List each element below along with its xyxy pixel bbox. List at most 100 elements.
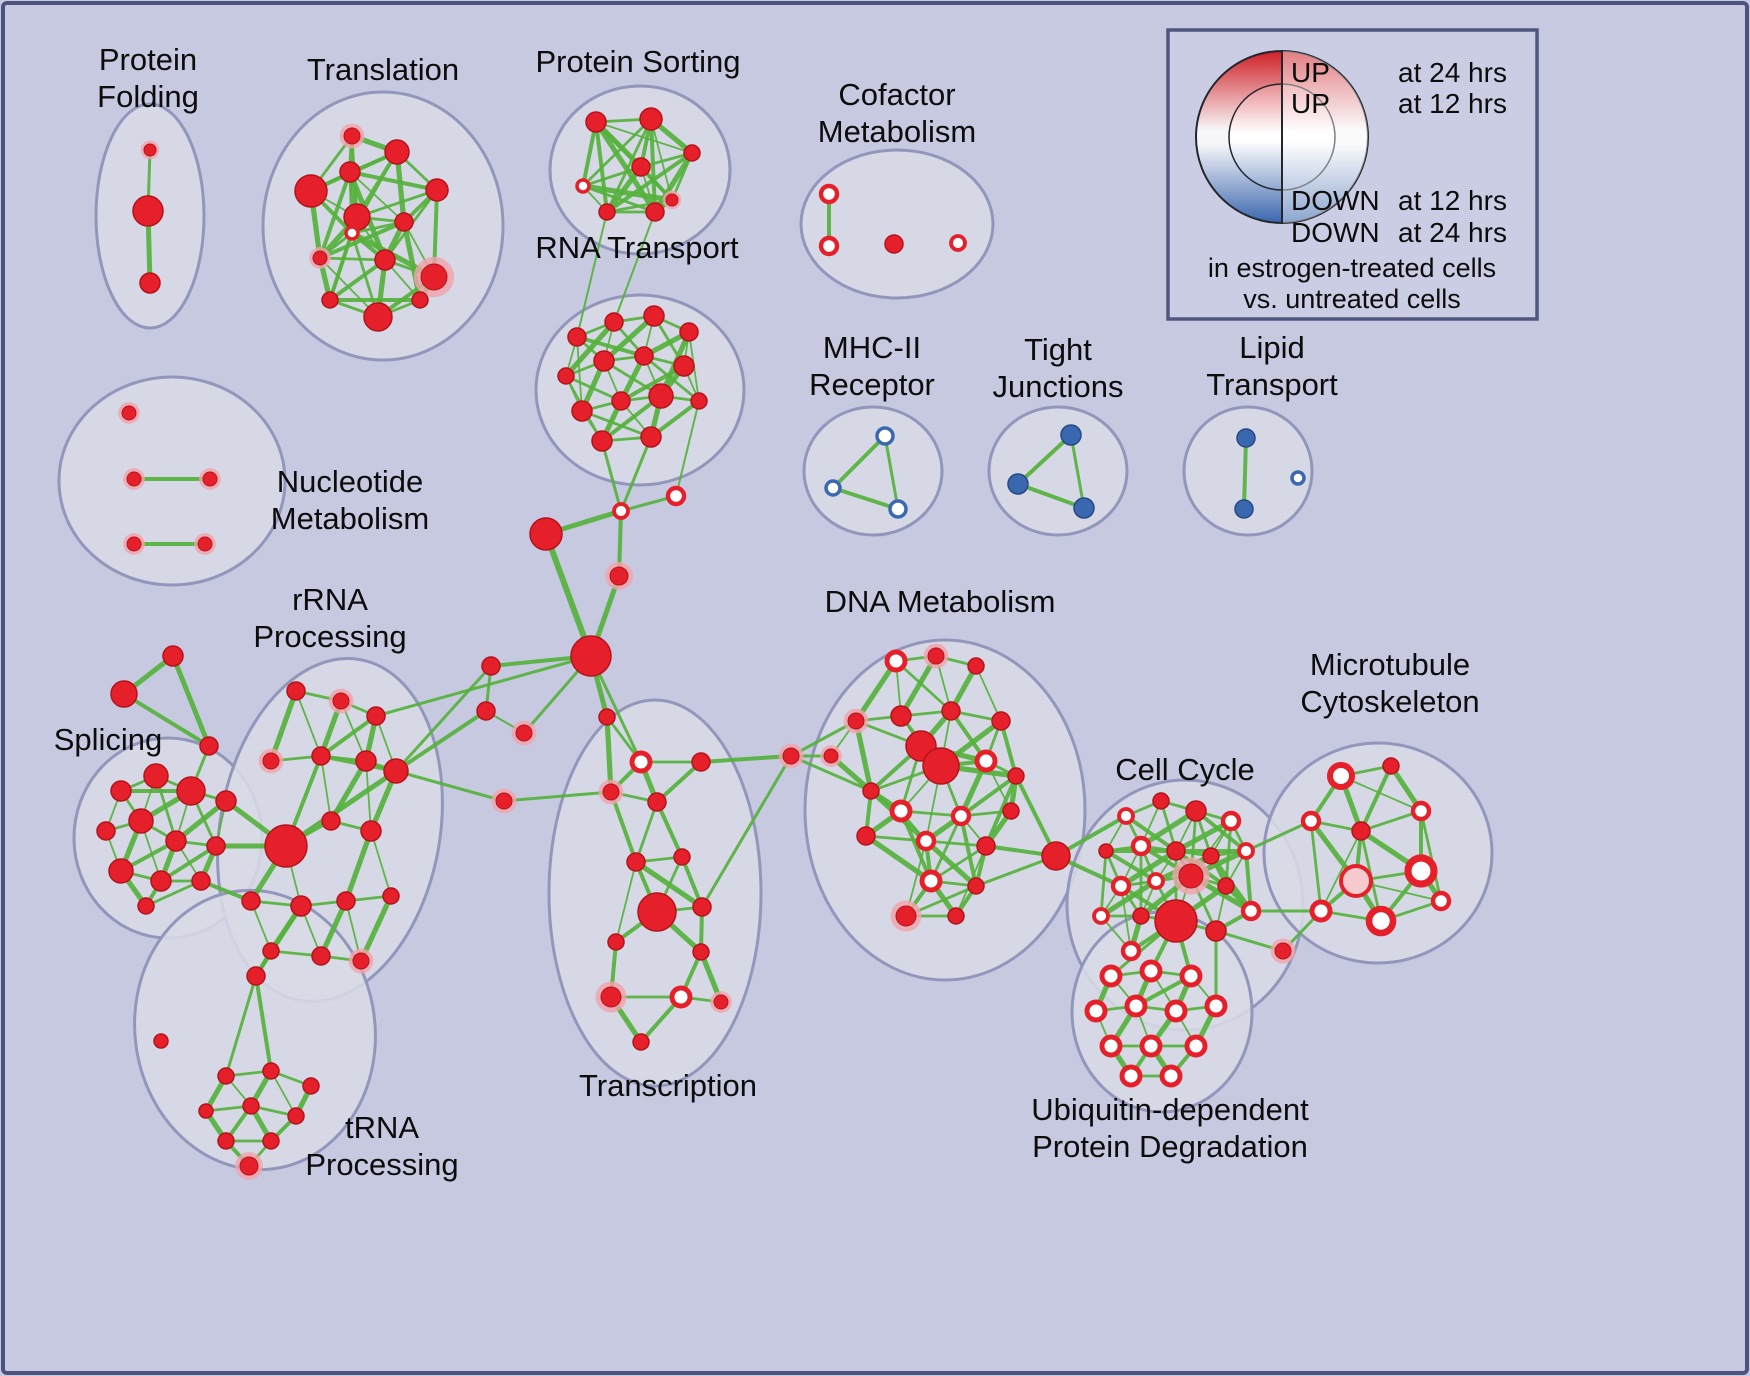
network-node — [1092, 907, 1110, 925]
network-node — [1351, 821, 1371, 841]
network-node — [1326, 761, 1356, 791]
network-edge — [144, 879, 203, 908]
network-edge — [122, 692, 211, 748]
network-edge — [1244, 819, 1313, 853]
network-node — [947, 907, 965, 925]
network-edge — [224, 974, 258, 1078]
cluster-label-dna-metabolism: DNA Metabolism — [825, 584, 1056, 619]
network-node — [126, 536, 142, 552]
legend-caption-line2: vs. untreated cells — [1243, 284, 1461, 314]
network-node — [515, 724, 533, 742]
network-node — [1290, 470, 1306, 486]
network-node — [343, 127, 361, 145]
network-node — [665, 485, 687, 507]
network-node — [824, 479, 842, 497]
network-node — [1154, 899, 1198, 943]
network-node — [856, 826, 876, 846]
network-edge — [581, 120, 598, 188]
network-node — [374, 249, 396, 271]
network-node — [862, 782, 880, 800]
network-edge — [1016, 482, 1086, 510]
network-node — [1002, 802, 1020, 820]
network-node — [629, 750, 653, 774]
cluster-label-protein-sorting: Protein Sorting — [535, 44, 740, 79]
network-edge — [1120, 885, 1132, 952]
network-edge — [1124, 814, 1178, 853]
cluster-label-lipid-transport: Lipid — [1239, 330, 1305, 365]
cluster-label-microtubule-cytoskeleton: Microtubule — [1310, 647, 1470, 682]
network-node — [246, 966, 266, 986]
network-node — [1430, 890, 1452, 912]
network-edge — [613, 211, 656, 323]
network-edge — [1099, 849, 1108, 918]
network-node — [344, 225, 360, 241]
network-node — [1147, 872, 1165, 890]
network-node — [915, 830, 937, 852]
network-node — [242, 1097, 260, 1115]
network-node — [382, 887, 400, 905]
network-edge — [320, 755, 332, 822]
network-node — [311, 746, 331, 766]
network-node — [1240, 900, 1262, 922]
network-node — [121, 405, 137, 421]
cluster-label-cofactor-metabolism: Metabolism — [818, 114, 977, 149]
network-edge — [394, 769, 506, 803]
network-node — [1166, 841, 1186, 861]
network-edge — [295, 690, 322, 757]
network-node — [262, 1132, 280, 1150]
network-node — [949, 234, 967, 252]
network-node — [1099, 964, 1123, 988]
network-edge — [1118, 848, 1179, 889]
network-node — [575, 178, 591, 194]
network-edge — [619, 364, 686, 403]
network-edge — [318, 170, 352, 260]
network-edge — [283, 768, 399, 849]
network-node — [352, 952, 370, 970]
network-node — [139, 272, 161, 294]
network-node — [199, 736, 219, 756]
network-node — [108, 858, 134, 884]
network-node — [639, 107, 663, 131]
network-edge — [1309, 819, 1323, 913]
network-edge — [1359, 764, 1393, 833]
network-node — [110, 680, 138, 708]
network-node — [1073, 497, 1095, 519]
network-node — [1185, 800, 1207, 822]
network-node — [609, 566, 629, 586]
network-node — [1139, 959, 1163, 983]
network-edge — [600, 439, 623, 513]
network-edge — [959, 774, 1018, 818]
cluster-label-microtubule-cytoskeleton: Cytoskeleton — [1300, 684, 1479, 719]
network-node — [1234, 499, 1254, 519]
network-node — [143, 763, 169, 789]
network-node — [692, 943, 710, 961]
cluster-ellipse-dna-metabolism — [803, 638, 1087, 982]
network-node — [967, 657, 985, 675]
cluster-ellipse-tight-junctions — [987, 405, 1129, 537]
network-node — [126, 471, 142, 487]
legend-up24-word: UP — [1291, 57, 1330, 88]
network-node — [1110, 875, 1132, 897]
network-node — [1132, 907, 1150, 925]
network-node — [339, 161, 361, 183]
legend-down12-time: at 12 hrs — [1398, 185, 1507, 216]
network-node — [495, 792, 513, 810]
cluster-label-splicing: Splicing — [54, 722, 163, 757]
network-node — [604, 312, 624, 332]
network-node — [321, 811, 341, 831]
network-node — [645, 202, 665, 222]
network-node — [598, 203, 616, 221]
network-node — [1220, 810, 1242, 832]
network-node — [637, 892, 677, 932]
network-node — [481, 656, 501, 676]
network-node — [215, 790, 237, 812]
network-node — [1164, 999, 1188, 1023]
network-edge — [1242, 436, 1248, 511]
cluster-label-trna-processing: tRNA — [345, 1110, 419, 1145]
network-node — [191, 871, 211, 891]
network-node — [612, 502, 630, 520]
network-node — [1237, 842, 1255, 860]
network-node — [673, 355, 695, 377]
network-edge — [370, 830, 392, 897]
